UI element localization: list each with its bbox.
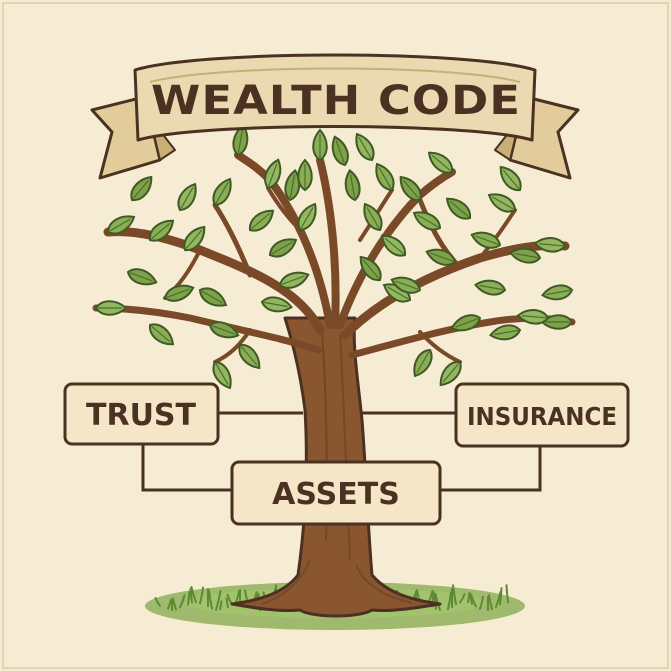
insurance-assets-connector bbox=[440, 446, 542, 492]
leaf bbox=[399, 175, 422, 202]
grass-blade bbox=[208, 589, 213, 610]
assets-box: ASSETS bbox=[230, 460, 442, 526]
grass-blade bbox=[189, 587, 193, 604]
leaf bbox=[238, 343, 261, 370]
leaf bbox=[183, 225, 206, 252]
grass-blade bbox=[459, 593, 466, 604]
leaf bbox=[106, 215, 136, 235]
grass-blade bbox=[219, 600, 223, 611]
trust-box: TRUST bbox=[63, 382, 220, 446]
leaf bbox=[212, 177, 232, 207]
leaf bbox=[439, 360, 462, 387]
grass-blade bbox=[154, 597, 161, 607]
leaf bbox=[540, 284, 574, 301]
grass-blade bbox=[225, 597, 229, 609]
leaf bbox=[533, 237, 567, 253]
leaf bbox=[363, 202, 383, 232]
grass-blade bbox=[469, 592, 473, 605]
grass-blade bbox=[499, 587, 503, 606]
leaf bbox=[390, 276, 422, 294]
leaf bbox=[297, 202, 317, 232]
leaf bbox=[312, 128, 328, 162]
leaf bbox=[148, 323, 175, 346]
leaf bbox=[344, 168, 361, 202]
leaf bbox=[331, 135, 349, 167]
grass-blade bbox=[172, 597, 177, 611]
leaf bbox=[413, 348, 433, 378]
leaf bbox=[359, 255, 382, 282]
trust-label: TRUST bbox=[86, 398, 197, 433]
leaf bbox=[284, 168, 301, 202]
insurance-box: INSURANCE bbox=[454, 382, 630, 448]
grass-blade bbox=[434, 592, 441, 611]
leaf bbox=[508, 247, 542, 264]
leaf bbox=[212, 360, 232, 390]
grass-blade bbox=[433, 592, 437, 610]
leaf bbox=[94, 300, 128, 316]
leaf bbox=[499, 165, 522, 192]
grass-blade bbox=[187, 590, 191, 606]
assets-label: ASSETS bbox=[272, 477, 400, 512]
grass-blade bbox=[452, 584, 457, 606]
grass-blade bbox=[190, 586, 197, 604]
leaf bbox=[268, 238, 298, 258]
grass-blade bbox=[215, 589, 222, 611]
grass-blade bbox=[199, 586, 204, 605]
leaf bbox=[177, 182, 197, 212]
grass-blade bbox=[470, 594, 477, 608]
leaf bbox=[487, 193, 517, 213]
title-banner: WEALTH CODE bbox=[90, 53, 580, 180]
leaf bbox=[412, 211, 442, 231]
insurance-label: INSURANCE bbox=[467, 402, 617, 431]
leaf bbox=[380, 234, 407, 257]
leaf bbox=[148, 219, 175, 242]
leaf bbox=[450, 314, 482, 332]
leaf bbox=[208, 321, 240, 339]
grass-blade bbox=[505, 584, 509, 604]
leaf bbox=[278, 271, 310, 289]
banner-title: WEALTH CODE bbox=[151, 78, 521, 124]
leaf bbox=[516, 309, 550, 325]
grass-blade bbox=[479, 595, 484, 610]
grass-blade bbox=[167, 598, 172, 610]
leaf bbox=[264, 158, 282, 190]
leaf bbox=[248, 209, 275, 232]
connector-lines bbox=[141, 411, 542, 492]
grass-blade bbox=[235, 590, 240, 604]
leaf bbox=[163, 284, 195, 302]
grass-blade bbox=[467, 592, 471, 604]
leaf bbox=[488, 324, 522, 341]
leaf bbox=[473, 279, 507, 296]
leaf bbox=[470, 231, 502, 249]
leaf bbox=[130, 175, 153, 202]
leaf bbox=[445, 197, 472, 220]
leaf bbox=[355, 132, 375, 162]
grass-blade bbox=[488, 594, 493, 611]
leaf bbox=[297, 158, 313, 192]
leaf bbox=[425, 248, 457, 266]
leaf bbox=[427, 151, 454, 174]
grass-blade bbox=[447, 591, 452, 611]
leaf bbox=[260, 296, 294, 313]
leaf bbox=[375, 162, 395, 192]
trust-assets-connector bbox=[141, 444, 232, 492]
grass-blade bbox=[179, 594, 186, 609]
leaf bbox=[126, 268, 158, 286]
leaf bbox=[198, 287, 228, 307]
